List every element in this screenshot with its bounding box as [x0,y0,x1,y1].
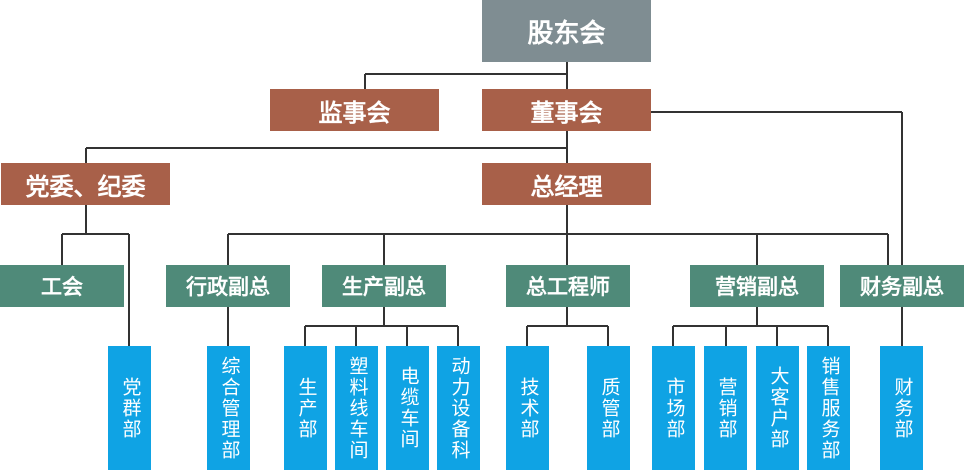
dept-market-label: 市场部 [663,376,686,440]
dept-party-masses-box: 党群部 [108,346,151,470]
party-committee-box: 党委、纪委 [1,163,170,205]
dept-cable-box: 电缆车间 [386,346,429,470]
dept-party-masses-label: 党群部 [119,376,142,440]
dept-sales-label: 营销部 [715,376,738,440]
dept-key-accounts-box: 大客户部 [756,346,799,470]
dept-quality-box: 质管部 [587,346,630,470]
dept-admin-label: 综合管理部 [218,355,241,461]
board-of-directors-box: 董事会 [482,89,651,131]
dept-sales-service-box: 销售服务部 [807,346,850,470]
labor-union-box: 工会 [0,265,124,307]
chief-engineer-box: 总工程师 [506,265,630,307]
supervisory-board-box: 监事会 [270,89,439,131]
dept-finance-label: 财务部 [891,376,914,440]
dept-quality-label: 质管部 [598,376,621,440]
dept-market-box: 市场部 [652,346,695,470]
production-vp-box: 生产副总 [322,265,446,307]
dept-tech-label: 技术部 [517,376,540,440]
shareholders-meeting-box: 股东会 [482,0,651,62]
dept-cable-label: 电缆车间 [397,366,420,450]
dept-production-label: 生产部 [295,376,318,440]
dept-key-accounts-label: 大客户部 [767,366,790,450]
dept-plastic-line-label: 塑料线车间 [346,355,369,461]
general-manager-box: 总经理 [482,163,651,205]
dept-power-equipment-box: 动力设备科 [437,346,480,470]
dept-sales-service-label: 销售服务部 [818,355,841,461]
dept-power-equipment-label: 动力设备科 [448,355,471,461]
dept-plastic-line-box: 塑料线车间 [335,346,378,470]
dept-finance-box: 财务部 [880,346,923,470]
sales-vp-box: 营销副总 [690,265,824,307]
dept-admin-box: 综合管理部 [207,346,250,470]
dept-tech-box: 技术部 [506,346,549,470]
admin-vp-box: 行政副总 [166,265,290,307]
dept-sales-box: 营销部 [704,346,747,470]
dept-production-box: 生产部 [284,346,327,470]
finance-vp-box: 财务副总 [840,265,964,307]
